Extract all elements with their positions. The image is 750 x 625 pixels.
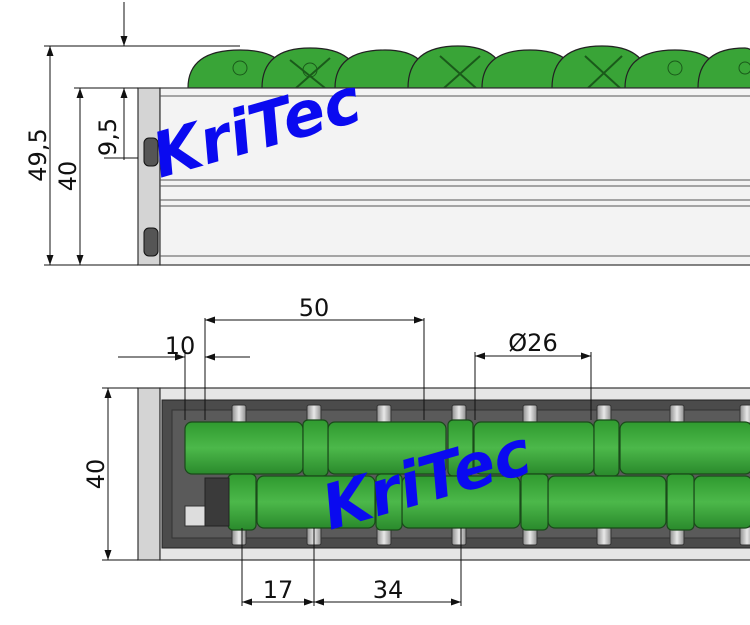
roller-disc — [697, 47, 750, 89]
hub — [375, 473, 403, 531]
roller — [547, 475, 667, 529]
dim-profile-height: 40 — [54, 161, 82, 192]
hub — [227, 473, 257, 531]
front-view: 50 10 Ø26 40 17 34 — [82, 294, 750, 606]
dim-total-height: 49,5 — [24, 128, 52, 181]
hub — [302, 419, 329, 477]
dim-pitch: 50 — [299, 294, 330, 322]
screw-head — [143, 227, 159, 257]
hub — [666, 473, 695, 531]
hub — [520, 473, 549, 531]
roller — [184, 421, 304, 475]
top-profile — [159, 87, 750, 266]
dim-spacing-b: 34 — [373, 576, 404, 604]
dim-diameter: Ø26 — [508, 329, 557, 357]
rollers-lower — [227, 473, 750, 531]
front-end-cap — [137, 387, 161, 561]
screw-head — [143, 137, 159, 167]
top-view: 49,5 40 9,5 — [24, 2, 750, 266]
dim-roller-offset: 9,5 — [94, 118, 122, 156]
hub — [593, 419, 620, 477]
dim-spacing-a: 17 — [263, 576, 294, 604]
dim-height: 40 — [82, 459, 110, 490]
roller — [256, 475, 376, 529]
roller — [693, 475, 750, 529]
dim-edge: 10 — [165, 332, 196, 360]
top-rollers — [187, 45, 750, 89]
rollers-upper — [184, 419, 750, 477]
roller — [619, 421, 750, 475]
